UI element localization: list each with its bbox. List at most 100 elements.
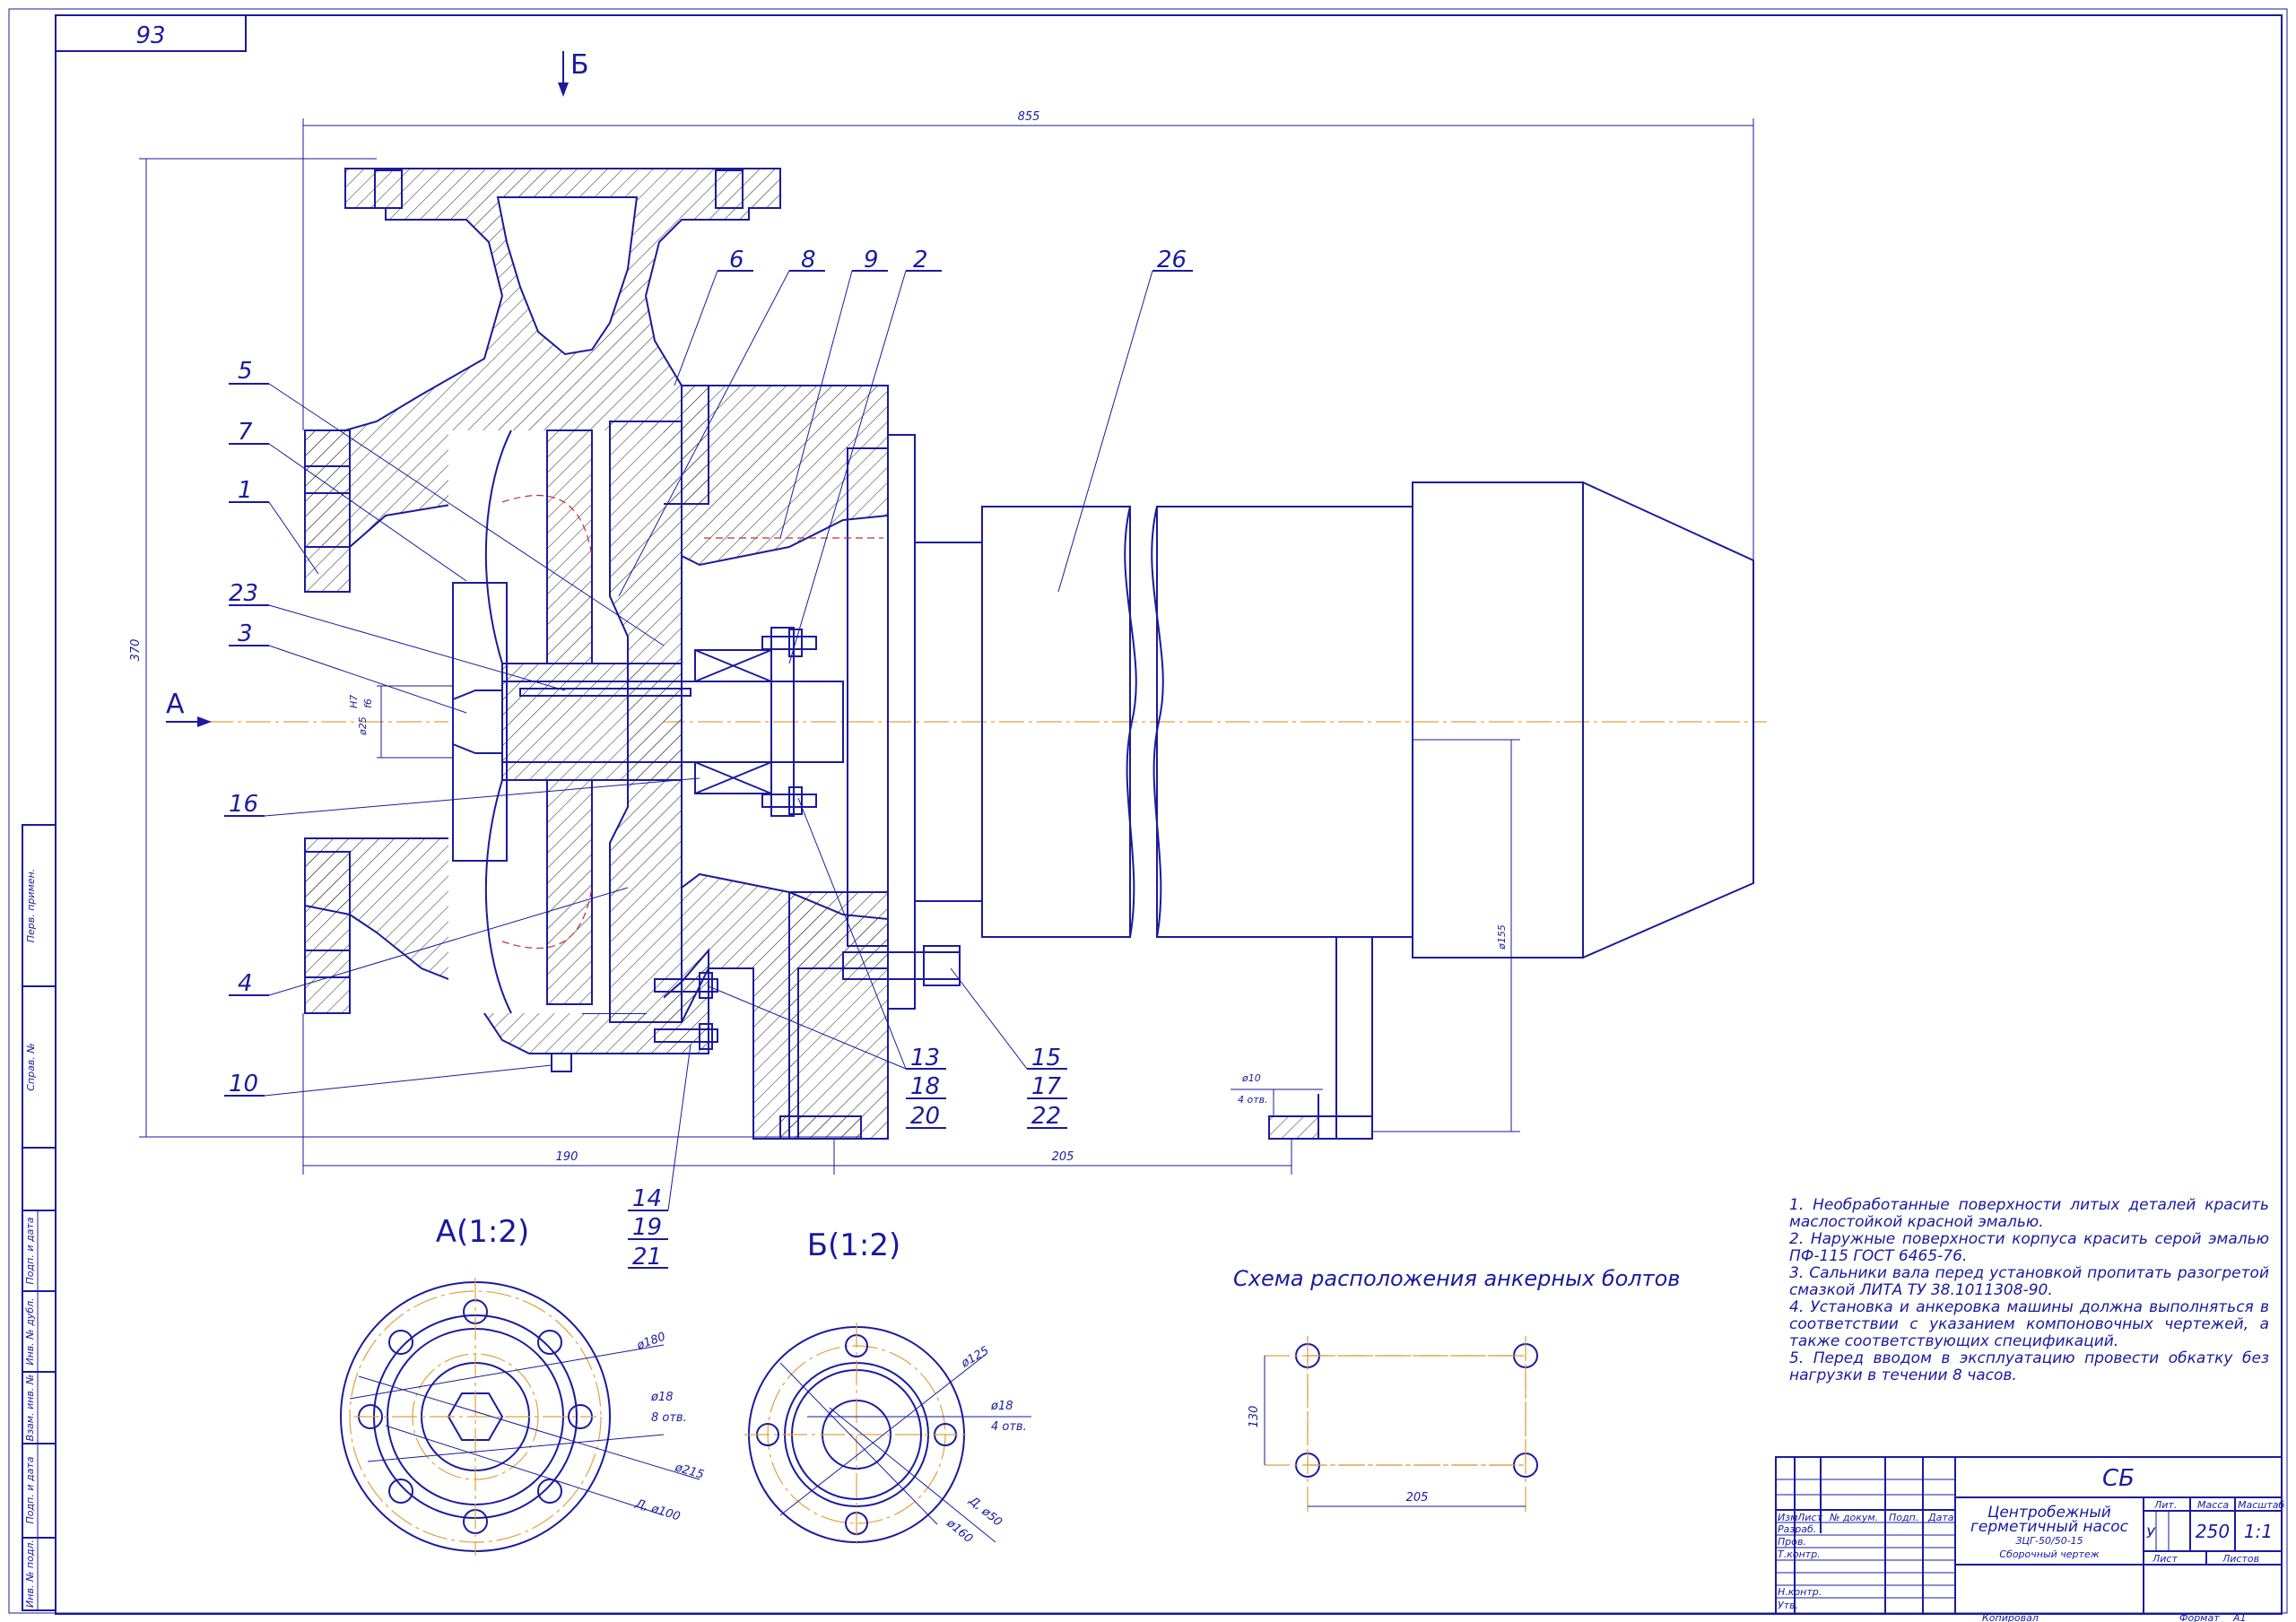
callout-6: 6 [729,247,744,273]
dim-foot-hole: ø10 [1241,1072,1261,1084]
anchor-scheme-width: 205 [1406,1491,1429,1505]
tb-h-list: Лист [1796,1512,1822,1523]
callout-18: 18 [910,1073,940,1100]
tb-name-line4: Сборочный чертеж [1999,1548,2099,1560]
dim-height: 370 [129,639,143,662]
tb-masshtab: Масштаб [2238,1499,2284,1511]
view-arrows: Б А [166,49,589,727]
tb-r-nkontr: Н.контр. [1778,1586,1822,1598]
dim-bottom-right: 205 [1052,1150,1074,1164]
callout-20: 20 [910,1103,940,1130]
view-a-dia-180: ø180 [634,1330,667,1353]
view-a-dia-18-count: 8 отв. [651,1411,687,1425]
note-3: 3. Сальники вала перед установкой пропит… [1789,1264,2269,1299]
callout-1: 1 [238,477,253,504]
callout-17: 17 [1031,1073,1062,1100]
tb-r-prov: Пров. [1778,1536,1806,1548]
anchor-scheme-height: 130 [1248,1406,1261,1428]
tb-kopiroval: Копировал [1982,1612,2039,1622]
callout-26: 26 [1157,247,1187,273]
side-label-inv-dubl: Инв. № дубл. [24,1297,36,1365]
technical-notes: 1. Необработанные поверхности литых дета… [1789,1197,2269,1384]
tb-format: Формат [2179,1612,2220,1622]
view-b-dia-18-count: 4 отв. [991,1420,1027,1434]
sheet-frame: 93 [8,8,2288,1615]
callout-4: 4 [238,970,253,997]
callout-5: 5 [238,358,253,385]
tb-r-tkontr: Т.контр. [1778,1548,1821,1560]
tb-massa: Масса [2197,1499,2229,1511]
anchor-scheme-title: Схема расположения анкерных болтов [1233,1266,1680,1291]
side-label-perv: Перв. примен. [25,869,37,943]
view-b-title: Б(1:2) [807,1227,901,1263]
tb-h-doc: № докум. [1829,1512,1878,1523]
dim-bottom-left: 190 [556,1150,578,1164]
title-block: Изм Лист № докум. Подп. Дата Разраб. Про… [1775,1456,2284,1622]
view-b-dia-160: ø160 [944,1516,976,1546]
callout-19: 19 [632,1214,662,1241]
view-a-title: А(1:2) [436,1214,530,1250]
view-b-dia-50: Д, ø50 [966,1494,1004,1530]
side-label-podp1: Подп. и дата [24,1217,36,1284]
view-b: Б(1:2) ø125 ø18 4 отв. Д, ø50 ø160 [744,1227,1031,1547]
dim-motor-dia: ø155 [1496,924,1508,950]
tb-lit-val: У [2146,1524,2156,1541]
callout-10: 10 [229,1071,258,1097]
tb-listov: Листов [2222,1553,2259,1565]
main-section-view [170,168,1767,1140]
note-5: 5. Перед вводом в эксплуатацию провести … [1789,1349,2269,1384]
tb-r-utv: Утв. [1778,1600,1798,1611]
callout-14: 14 [632,1185,662,1212]
tb-code: СБ [2102,1465,2135,1492]
tb-lit: Лит. [2153,1499,2177,1511]
anchor-scheme: Схема расположения анкерных болтов 130 2… [1233,1266,1680,1515]
tb-massa-val: 250 [2196,1521,2230,1542]
side-label-sprav: Справ. № [25,1043,37,1091]
tb-h-izm: Изм [1778,1512,1797,1523]
callout-15: 15 [1031,1045,1061,1071]
tb-list: Лист [2152,1553,2178,1565]
view-a-dia-100: Д, ø100 [633,1496,682,1523]
dim-shaft-fit-bot: f6 [362,698,374,708]
callout-22: 22 [1031,1103,1061,1130]
side-stamp-block: Перв. примен. Справ. № Подп. и дата Инв.… [22,824,57,1611]
callout-13: 13 [910,1045,940,1071]
view-b-dia-125: ø125 [959,1344,992,1371]
callout-21: 21 [632,1244,662,1271]
tb-r-razrab: Разраб. [1778,1523,1816,1535]
note-1: 1. Необработанные поверхности литых дета… [1789,1197,2269,1231]
tb-h-podp: Подп. [1889,1512,1918,1523]
callout-23: 23 [229,580,258,607]
note-4: 4. Установка и анкеровка машины должна в… [1789,1298,2269,1350]
tb-format-val: А1 [2232,1612,2247,1622]
callout-7: 7 [238,419,253,446]
tb-h-data: Дата [1927,1512,1954,1523]
dim-shaft-fit-top: H7 [348,695,360,708]
side-label-inv-podl: Инв. № подл. [24,1540,36,1608]
tb-name-line1: Центробежный [1987,1504,2111,1522]
callout-8: 8 [801,247,816,273]
dim-foot-holes-count: 4 отв. [1238,1094,1268,1106]
corner-mark: 93 [135,22,165,49]
dim-shaft-dia: ø25 [357,716,369,736]
tb-name-line3: ЗЦГ-50/50-15 [2015,1535,2083,1547]
callouts: 6 8 9 2 26 5 7 1 23 3 16 4 10 13 18 20 [224,247,1193,1271]
view-a-dia-18: ø18 [650,1391,674,1404]
view-b-dia-18: ø18 [990,1400,1013,1413]
side-label-vzam: Взам. инв. № [24,1375,36,1442]
callout-2: 2 [913,247,928,273]
callout-16: 16 [229,791,258,818]
side-label-podp2: Подп. и дата [24,1456,36,1523]
dim-total-length: 855 [1018,110,1040,124]
tb-name-line2: герметичный насос [1970,1518,2129,1536]
notes-list: 1. Необработанные поверхности литых дета… [1789,1197,2269,1384]
note-2: 2. Наружные поверхности корпуса красить … [1789,1230,2269,1265]
callout-3: 3 [238,620,253,647]
callout-9: 9 [864,247,879,273]
view-a-dia-215: ø215 [673,1461,706,1482]
tb-masshtab-val: 1:1 [2244,1521,2273,1542]
main-dimensions: 855 370 190 205 ø25 H7 f6 ø155 ø10 4 отв… [129,110,1754,1175]
view-arrow-a-letter: А [166,689,185,720]
view-arrow-b-letter: Б [570,49,589,81]
